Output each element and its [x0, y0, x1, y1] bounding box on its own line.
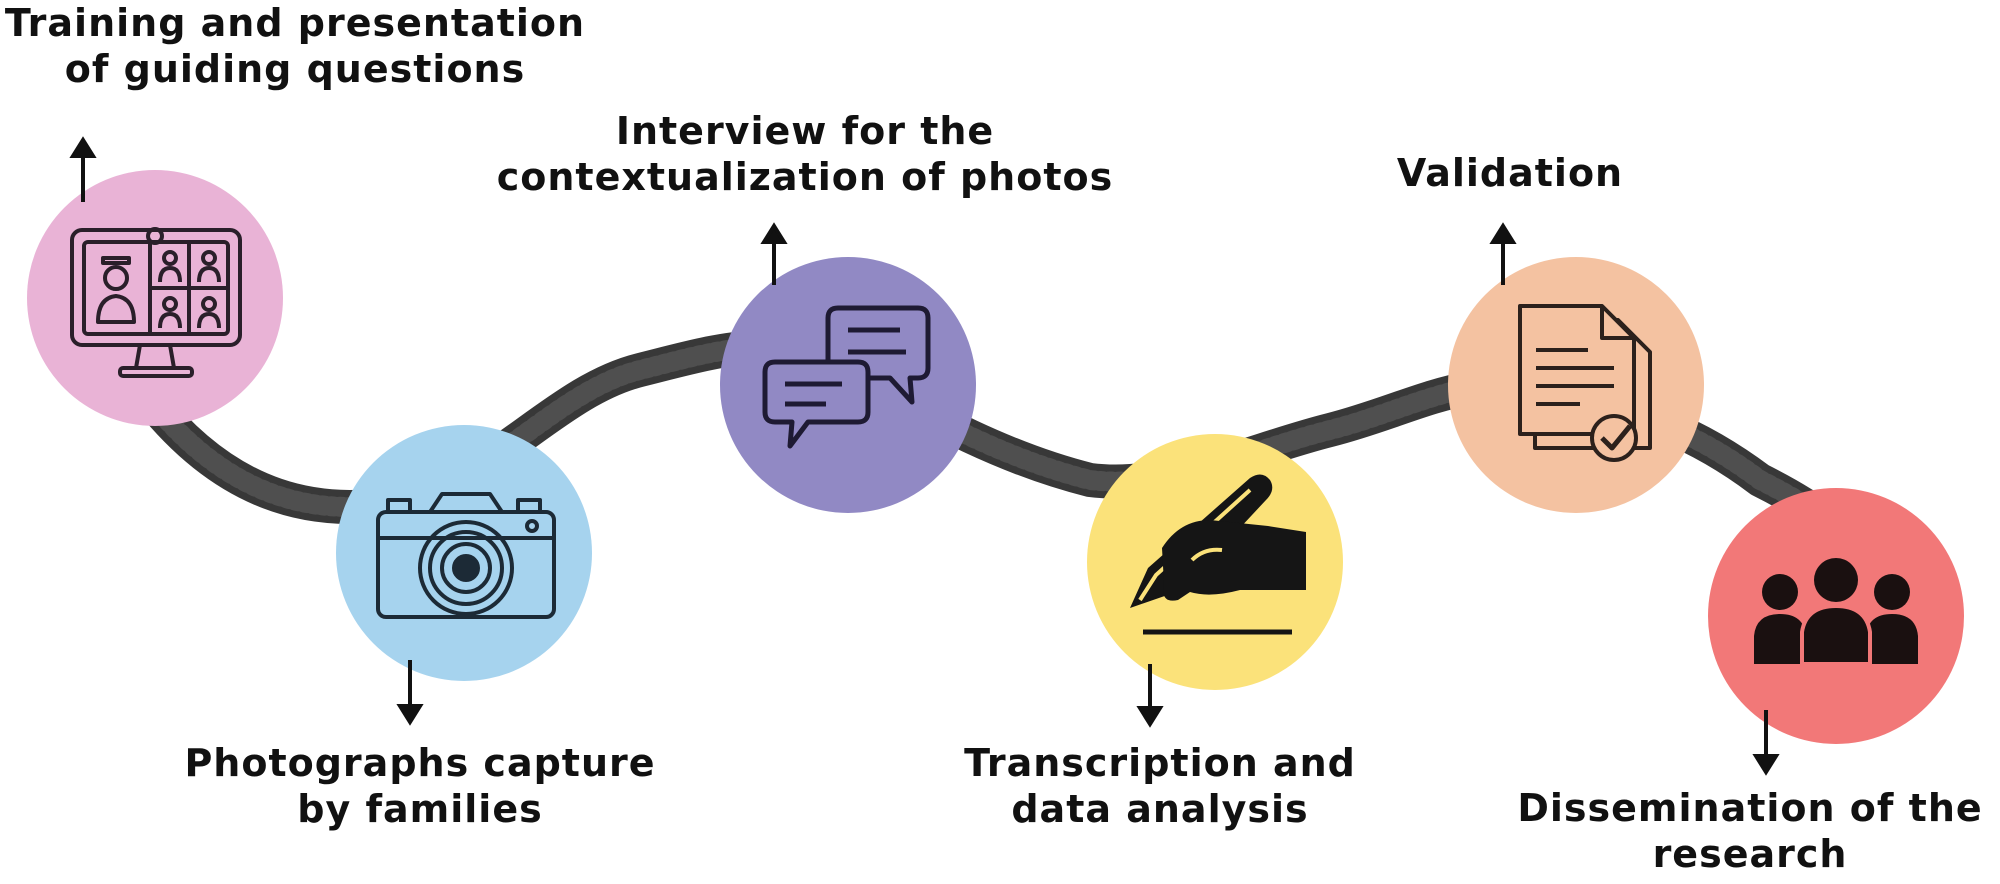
arrow-down-step-2	[396, 660, 424, 726]
step-4-label: Transcription and data analysis	[900, 740, 1420, 832]
step-2-label: Photographs capture by families	[140, 740, 700, 832]
arrow-up-step-1	[69, 136, 97, 202]
step-2-label-line-1: Photographs capture	[184, 741, 656, 785]
arrow-down-step-4	[1136, 664, 1164, 728]
step-3-label: Interview for the contextualization of p…	[480, 108, 1130, 200]
video-conference-icon	[70, 227, 242, 378]
arrow-down-step-6	[1752, 710, 1780, 776]
step-6-label: Dissemination of the research	[1500, 785, 2000, 877]
validated-document-icon	[1518, 304, 1652, 462]
group-people-icon	[1754, 558, 1918, 666]
writing-hand-icon	[1130, 474, 1306, 635]
step-1-label-line-1: Training and presentation	[4, 1, 586, 45]
arrows	[69, 136, 1780, 776]
chat-bubbles-icon	[762, 305, 931, 449]
step-1-label-line-2: of guiding questions	[64, 47, 526, 91]
step-2-label-line-2: by families	[297, 787, 543, 831]
arrow-up-step-3	[760, 222, 788, 285]
camera-icon	[376, 492, 556, 619]
step-3-label-line-1: Interview for the	[615, 109, 995, 153]
step-6-label-line-1: Dissemination of the	[1517, 786, 1983, 830]
step-6-label-line-2: research	[1652, 832, 1848, 876]
step-1-circle	[27, 170, 283, 426]
step-4-label-line-1: Transcription and	[964, 741, 1356, 785]
arrow-up-step-5	[1489, 222, 1517, 285]
step-1-label: Training and presentation of guiding que…	[0, 0, 590, 92]
step-5-label-line-1: Validation	[1396, 151, 1624, 195]
step-4-label-line-2: data analysis	[1011, 787, 1309, 831]
step-3-label-line-2: contextualization of photos	[496, 155, 1114, 199]
step-5-label: Validation	[1350, 150, 1670, 196]
